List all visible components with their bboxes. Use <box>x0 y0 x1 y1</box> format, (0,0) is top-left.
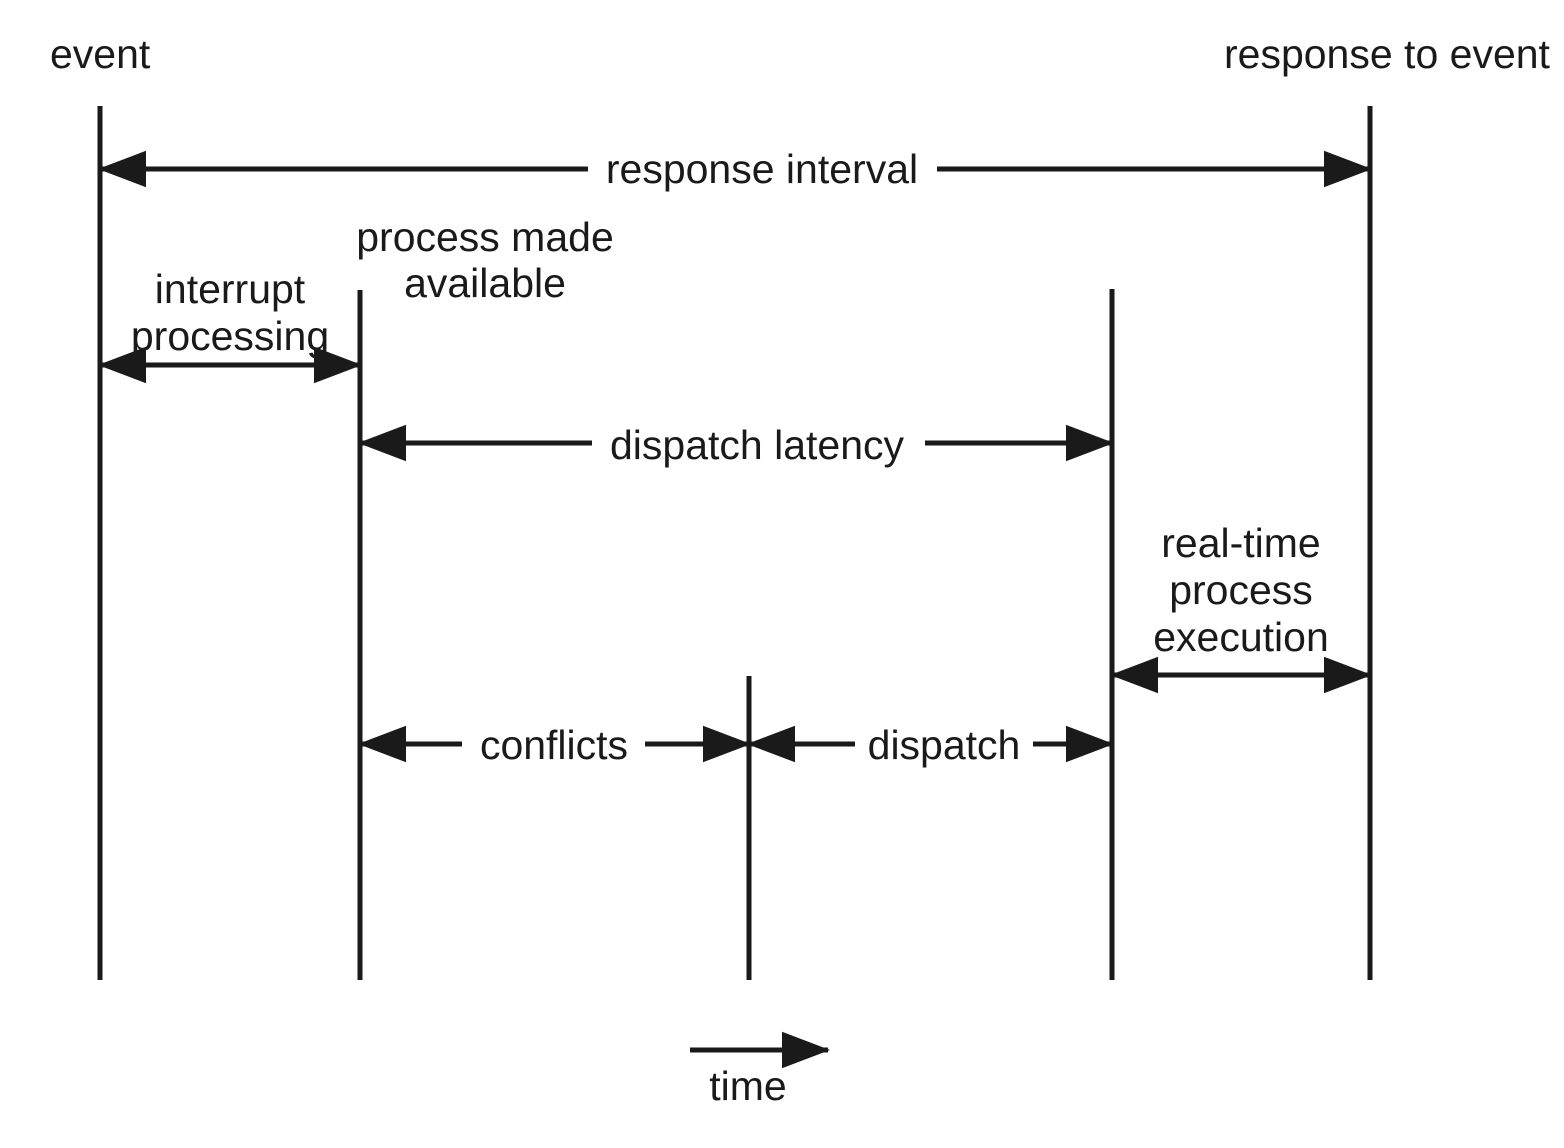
process-made-available-label-line2: available <box>404 260 566 306</box>
dispatch-latency-measure: dispatch latency <box>357 422 1115 468</box>
response-interval-label: response interval <box>606 146 918 192</box>
dispatch-label: dispatch <box>868 722 1021 768</box>
real-time-execution-label-line2: process <box>1169 567 1313 613</box>
response-interval-measure: response interval <box>97 146 1373 192</box>
process-made-available-label-line1: process made <box>356 214 614 260</box>
real-time-execution-label-line1: real-time <box>1161 520 1320 566</box>
process-made-available-annotation: process made available <box>356 214 614 306</box>
dispatch-latency-label: dispatch latency <box>610 422 905 468</box>
event-header-label: event <box>50 31 151 77</box>
conflicts-measure: conflicts <box>357 722 752 768</box>
real-time-execution-label-line3: execution <box>1153 614 1329 660</box>
header-label-group: event response to event <box>50 31 1551 77</box>
interrupt-processing-label-line2: processing <box>131 313 329 359</box>
conflicts-label: conflicts <box>480 722 628 768</box>
dispatch-measure: dispatch <box>746 722 1115 768</box>
real-time-process-execution-measure: real-time process execution <box>1109 520 1373 694</box>
interrupt-processing-measure: interrupt processing <box>97 266 363 384</box>
time-axis-label: time <box>709 1063 786 1109</box>
response-to-event-header-label: response to event <box>1224 31 1551 77</box>
interrupt-processing-label-line1: interrupt <box>155 266 306 312</box>
time-axis-group: time <box>690 1031 831 1109</box>
